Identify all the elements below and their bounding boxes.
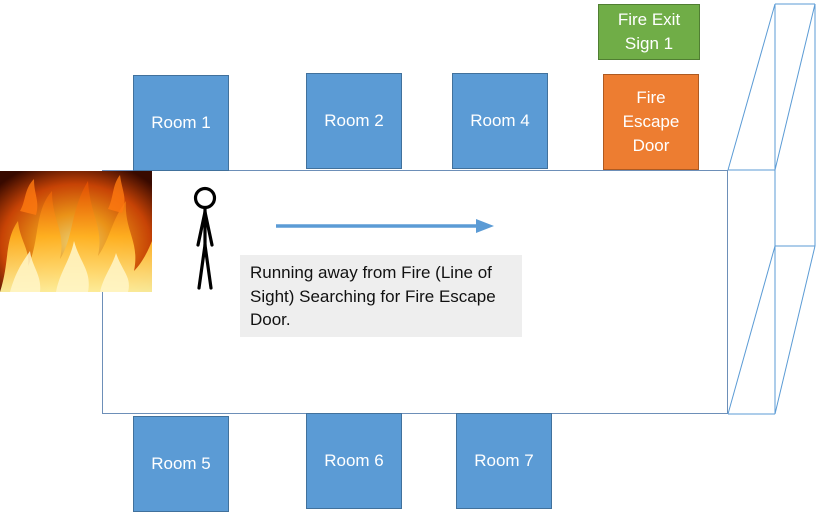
room-4-label: Room 4	[470, 111, 530, 130]
room-4: Room 4	[452, 73, 548, 169]
fire-escape-door-label: Fire Escape Door	[622, 88, 680, 155]
room-6: Room 6	[306, 413, 402, 509]
room-7: Room 7	[456, 413, 552, 509]
exit-passage	[727, 3, 816, 415]
room-1-label: Room 1	[151, 113, 211, 132]
room-2: Room 2	[306, 73, 402, 169]
stick-figure-person-icon	[193, 186, 217, 290]
caption-box: Running away from Fire (Line of Sight) S…	[240, 255, 522, 337]
room-5-label: Room 5	[151, 454, 211, 473]
right-arrow-icon	[276, 219, 494, 233]
fire-icon	[0, 171, 152, 292]
room-2-label: Room 2	[324, 111, 384, 130]
room-7-label: Room 7	[474, 451, 534, 470]
room-5: Room 5	[133, 416, 229, 512]
room-1: Room 1	[133, 75, 229, 171]
fire-exit-sign-label: Fire Exit Sign 1	[617, 10, 681, 53]
fire-exit-sign: Fire Exit Sign 1	[598, 4, 700, 60]
room-6-label: Room 6	[324, 451, 384, 470]
fire-escape-door: Fire Escape Door	[603, 74, 699, 170]
